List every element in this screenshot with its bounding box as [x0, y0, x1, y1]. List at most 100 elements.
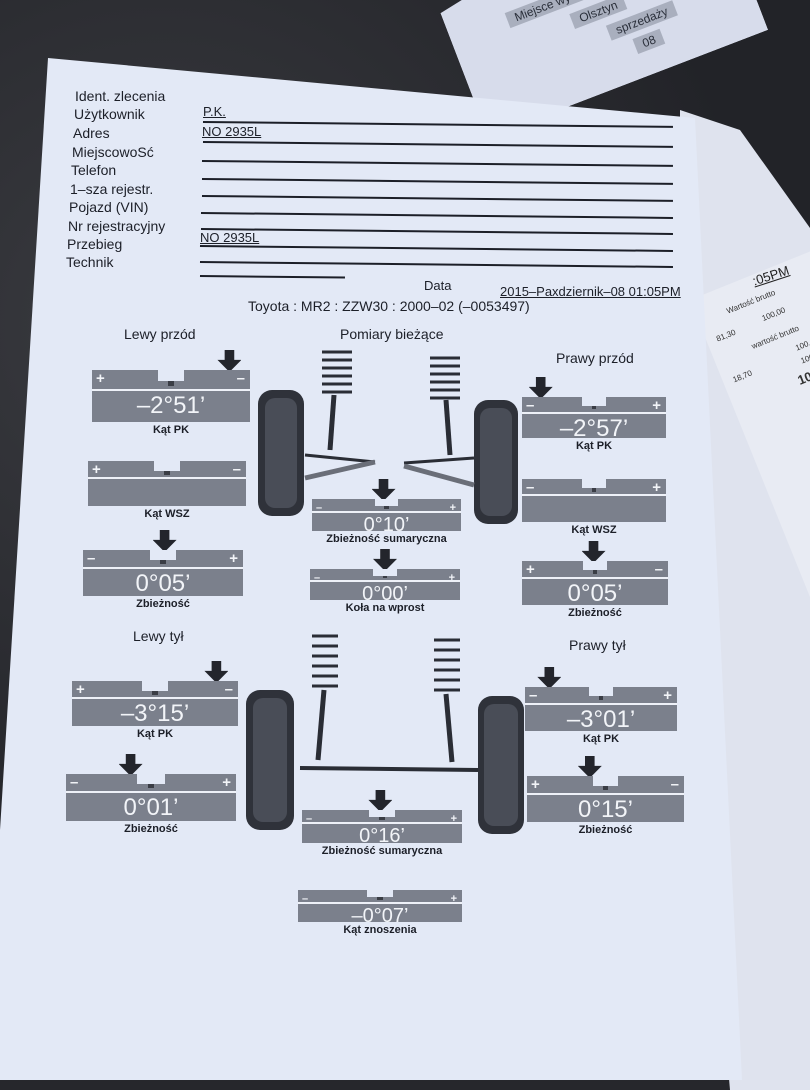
- gauge-label: Kąt PK: [136, 728, 174, 740]
- gauge-value: 0°10’: [312, 512, 461, 536]
- gauge-value: –3°01’: [525, 704, 677, 733]
- gauge-left-sign: –: [306, 813, 313, 825]
- heading-right-rear: Prawy tył: [569, 637, 626, 653]
- gauge-rr-camber: –+–3°01’Kąt PK: [525, 667, 677, 745]
- gauge-lr-toe: –+0°01’ Zbieżność: [66, 754, 236, 835]
- gauge-scale: +–: [527, 776, 684, 793]
- gauge-divider: [92, 388, 250, 391]
- gauge-left-sign: +: [76, 681, 85, 698]
- gauge-scale: +–: [92, 370, 250, 389]
- gauge-scale: –+: [298, 890, 462, 905]
- label-address: Adres: [73, 125, 110, 141]
- gauge-right-sign: +: [222, 774, 231, 791]
- gauge-divider: [527, 792, 684, 795]
- gauge-label: Zbieżność: [578, 824, 633, 836]
- receipt-value: 18,70: [731, 368, 754, 385]
- gauge-divider: [312, 510, 461, 513]
- gauge-f-total: –+0°10’Zbieżność sumaryczna: [312, 479, 461, 545]
- gauge-lf-caster: +–Kąt WSZ: [88, 461, 246, 520]
- gauge-left-sign: –: [302, 893, 309, 905]
- label-first-registration: 1–sza rejestr.: [70, 181, 154, 197]
- user-value: P.K.: [203, 104, 226, 119]
- gauge-left-sign: +: [526, 561, 535, 578]
- label-technician: Technik: [66, 254, 114, 270]
- vehicle-title: Toyota : MR2 : ZZW30 : 2000–02 (–0053497…: [248, 298, 530, 314]
- gauge-scale: –+: [83, 550, 243, 567]
- gauge-left-sign: +: [96, 370, 105, 387]
- gauge-scale: –+: [522, 479, 666, 496]
- gauge-label: Koła na wprost: [345, 602, 425, 614]
- gauge-label: Zbieżność: [124, 823, 178, 835]
- gauge-right-sign: +: [449, 502, 456, 514]
- label-mileage: Przebieg: [67, 236, 123, 252]
- gauge-left-sign: +: [531, 776, 540, 793]
- gauge-label: Kąt znoszenia: [343, 924, 417, 936]
- gauge-label: Zbieżność: [136, 598, 190, 610]
- gauge-label: Kąt PK: [582, 733, 620, 745]
- receipt-value: 100,00: [794, 335, 810, 353]
- gauge-divider: [522, 494, 666, 497]
- gauge-value: –0°07’: [298, 903, 462, 927]
- gauge-divider: [522, 576, 668, 579]
- gauge-f-straight: –+0°00’Koła na wprost: [310, 549, 460, 614]
- gauge-scale: –+: [522, 397, 666, 414]
- gauge-scale: +–: [72, 681, 238, 698]
- gauge-notch: [369, 810, 395, 821]
- gauge-notch: [150, 550, 176, 564]
- gauge-right-sign: +: [450, 893, 457, 905]
- gauge-rf-caster: –+ Kąt WSZ: [522, 479, 666, 536]
- gauge-value: [88, 479, 246, 506]
- gauge-left-sign: +: [92, 461, 101, 478]
- gauge-divider: [302, 821, 462, 824]
- gauge-scale: +–: [522, 561, 668, 578]
- gauge-label: Kąt PK: [152, 424, 190, 436]
- gauge-value: [522, 496, 666, 522]
- gauge-label: Kąt WSZ: [571, 524, 617, 536]
- gauge-value: 0°16’: [302, 823, 462, 847]
- rear-left-wheel-icon: [246, 690, 294, 830]
- gauge-lf-toe: –+0°05’Zbieżność: [83, 530, 243, 610]
- label-vin: Pojazd (VIN): [69, 199, 149, 215]
- gauge-rr-toe: +–0°15’Zbieżność: [527, 756, 684, 836]
- gauge-value: –3°15’: [72, 699, 238, 727]
- heading-current-measurements: Pomiary bieżące: [340, 326, 444, 342]
- gauge-lf-camber: +––2°51’Kąt PK: [92, 350, 250, 436]
- gauge-value: 0°01’: [66, 792, 236, 821]
- front-left-wheel-icon: [258, 390, 304, 516]
- gauge-notch: [374, 499, 399, 509]
- gauge-value: 0°15’: [527, 794, 684, 823]
- gauge-value: 0°00’: [310, 582, 460, 605]
- gauge-scale: –+: [302, 810, 462, 825]
- gauge-right-sign: –: [224, 681, 233, 698]
- label-user: Użytkownik: [74, 106, 145, 122]
- gauge-right-sign: –: [654, 561, 663, 578]
- gauge-left-sign: –: [316, 502, 323, 514]
- gauge-value: –2°57’: [522, 413, 666, 442]
- gauge-label: Kąt WSZ: [144, 508, 190, 520]
- gauge-right-sign: –: [236, 370, 245, 387]
- gauge-label: Zbieżność sumaryczna: [326, 533, 447, 545]
- gauge-right-sign: +: [448, 572, 455, 584]
- label-order-id: Ident. zlecenia: [75, 88, 166, 104]
- date-value: 2015–Paxdziernik–08 01:05PM: [500, 284, 681, 299]
- gauge-scale: –+: [66, 774, 236, 791]
- receipt-value: 100,00: [760, 305, 787, 323]
- gauge-divider: [66, 790, 236, 793]
- gauge-notch: [141, 681, 169, 695]
- gauge-divider: [72, 697, 238, 700]
- front-left-strut-icon: [304, 350, 376, 481]
- front-right-strut-icon: [403, 356, 475, 488]
- gauge-notch: [592, 776, 619, 790]
- gauge-label: Zbieżność: [568, 607, 622, 619]
- rear-axle-icon: [299, 634, 479, 772]
- gauge-value: 0°05’: [83, 568, 243, 597]
- gauge-scale: –+: [312, 499, 461, 514]
- gauge-divider: [298, 901, 462, 904]
- gauge-notch: [137, 774, 165, 789]
- gauge-lr-camber: +––3°15’Kąt PK: [72, 661, 238, 740]
- gauge-left-sign: –: [87, 550, 96, 567]
- label-city: MiejscowoSć: [72, 144, 154, 160]
- gauge-right-sign: +: [652, 479, 661, 496]
- gauge-notch: [366, 890, 394, 900]
